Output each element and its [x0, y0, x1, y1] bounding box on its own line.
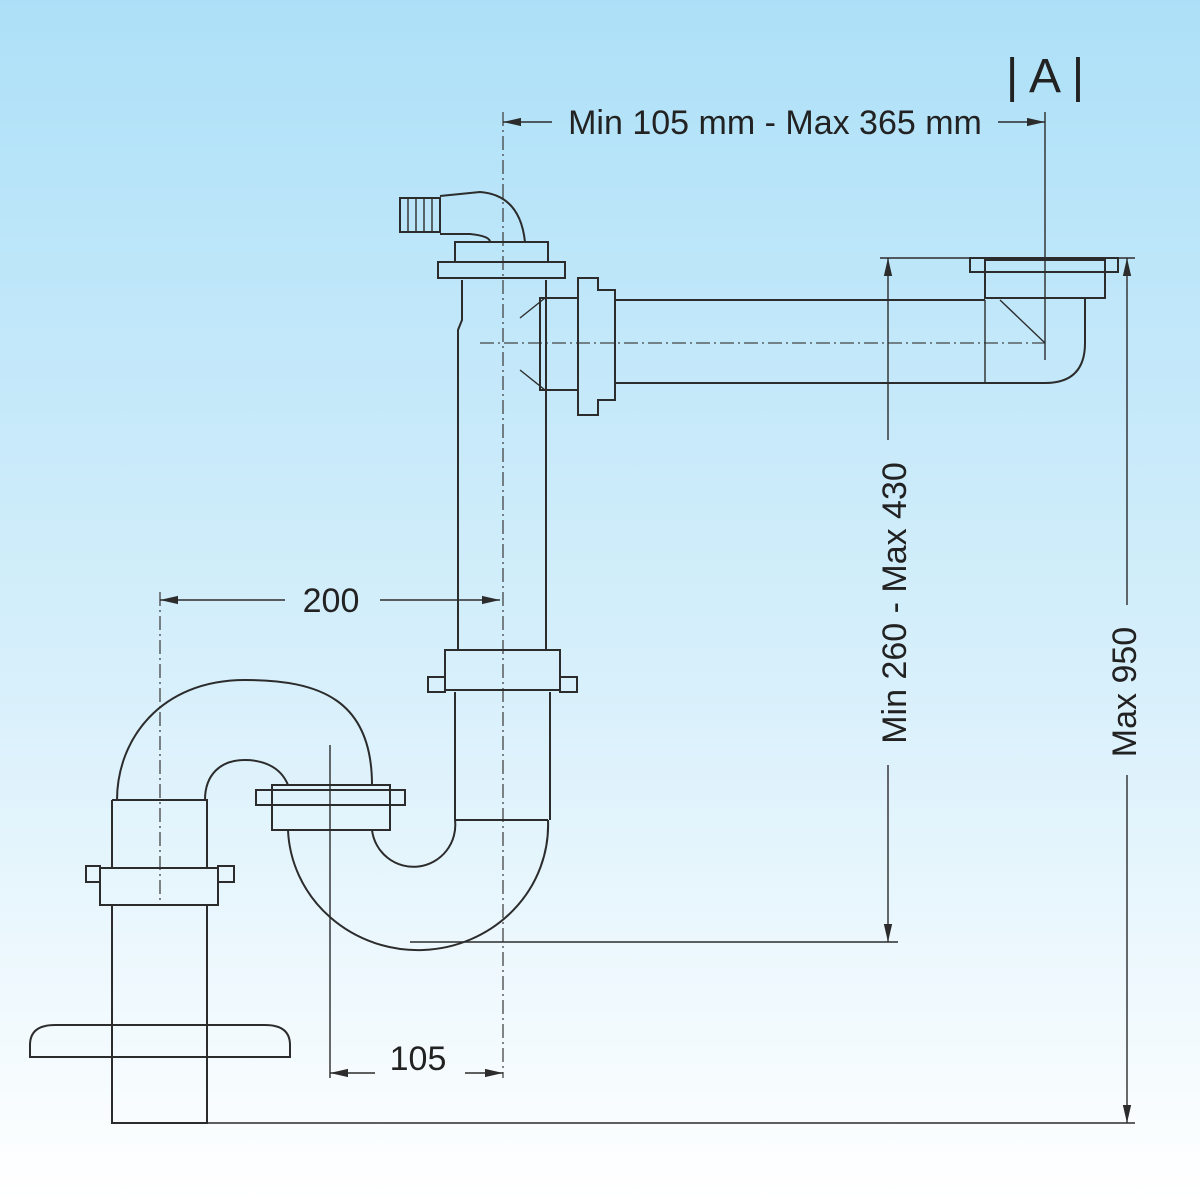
dimension-top-width: Min 105 mm - Max 365 mm: [503, 104, 1045, 142]
dimension-label-max-height: Max 950: [1106, 627, 1144, 757]
vertical-pipe: [457, 280, 547, 650]
dimension-label-105: 105: [390, 1040, 447, 1078]
dimension-label-200: 200: [303, 582, 360, 620]
upper-arch: [116, 678, 373, 801]
dimension-max-height: Max 950: [112, 257, 1144, 1124]
bend-nut: [255, 784, 406, 831]
dimension-105: 105: [330, 1040, 503, 1078]
dimension-label-top-width: Min 105 mm - Max 365 mm: [568, 104, 982, 142]
top-cap: [437, 241, 566, 279]
view-label: | A |: [1006, 50, 1084, 103]
centerlines: [159, 112, 1046, 1078]
side-inlet-arm: [519, 257, 1119, 416]
u-bend: [287, 819, 550, 952]
escutcheon-plate: [29, 1024, 291, 1058]
dimension-label-height-range: Min 260 - Max 430: [876, 462, 914, 744]
outlet-pipe: [85, 799, 235, 1124]
lower-vertical-pipe: [454, 692, 551, 820]
dimension-200: 200: [160, 582, 500, 620]
middle-nut: [427, 649, 578, 693]
hose-nozzle: [399, 190, 526, 243]
dimension-height-range: Min 260 - Max 430: [410, 257, 985, 943]
